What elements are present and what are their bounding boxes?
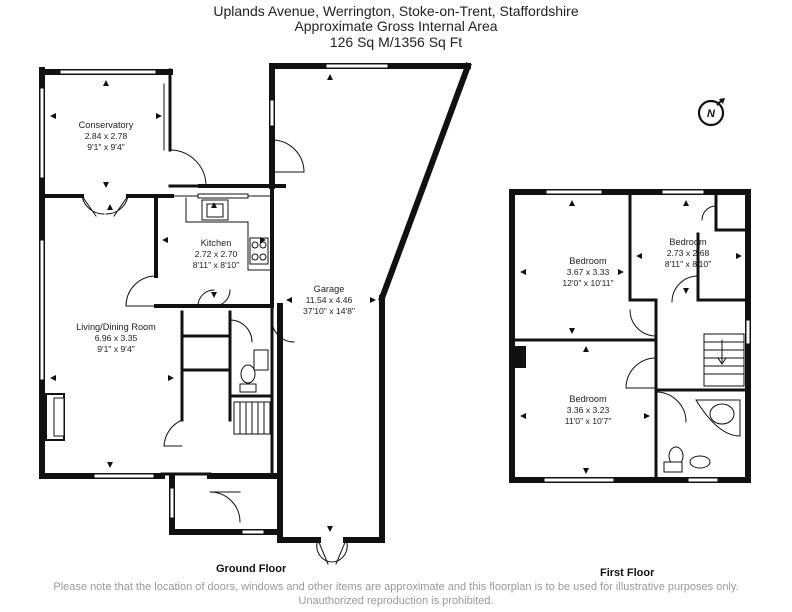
bedroom3-imperial: 11'0" x 10'7" [565,416,612,426]
bedroom2-metric: 2.73 x 2.68 [667,248,710,258]
living-metric: 6.96 x 3.35 [95,333,138,343]
wc-fittings [239,349,269,393]
conservatory-name: Conservatory [79,120,134,130]
garage-metric: 11.54 x 4.46 [306,295,353,305]
bedroom2-imperial: 8'11" x 8'10" [665,259,712,269]
kitchen-metric: 2.72 x 2.70 [195,249,238,259]
bedroom3-metric: 3.36 x 3.23 [567,405,610,415]
bedroom1-metric: 3.67 x 3.33 [567,267,610,277]
bedroom3-name: Bedroom [569,394,607,404]
kitchen-worktop [185,193,271,271]
ground-outer-walls [39,193,283,535]
garage-imperial: 37'10" x 14'8" [303,306,355,316]
conservatory-imperial: 9'1" x 9'4" [87,142,125,152]
ground-floor-label: Ground Floor [216,563,287,575]
front-door [169,487,265,535]
kitchen-imperial: 8'11" x 8'10" [193,260,240,270]
bedroom2-name: Bedroom [669,237,707,247]
compass-letter: N [707,108,716,120]
area-value: 126 Sq M/1356 Sq Ft [329,34,463,50]
ground-floor-plan [39,62,472,565]
room-labels: Conservatory 2.84 x 2.78 9'1" x 9'4" Kit… [76,120,711,426]
bedroom1-name: Bedroom [569,256,607,266]
bathroom-fittings [663,399,741,473]
kitchen-name: Kitchen [201,238,232,248]
garage-walls [269,62,472,543]
address-title: Uplands Avenue, Werrington, Stoke-on-Tre… [213,3,579,19]
disclaimer-text: Please note that the location of doors, … [53,581,739,607]
living-imperial: 9'1" x 9'4" [97,344,135,354]
living-name: Living/Dining Room [76,322,156,332]
hall-walls [180,304,274,478]
north-compass-icon: N [697,98,725,127]
bedroom1-imperial: 12'0" x 10'11" [562,278,613,288]
conservatory-metric: 2.84 x 2.78 [85,131,128,141]
first-windows [543,189,751,483]
first-interior-walls [512,194,746,480]
conservatory-windows [39,69,157,179]
first-floor-plan [509,189,751,483]
first-stairs [703,333,745,387]
garage-name: Garage [314,284,345,294]
ground-stairs [233,401,271,435]
area-title: Approximate Gross Internal Area [294,18,498,34]
conservatory-walls [39,67,286,199]
dimension-ticks [50,74,742,532]
first-floor-label: First Floor [600,567,655,579]
